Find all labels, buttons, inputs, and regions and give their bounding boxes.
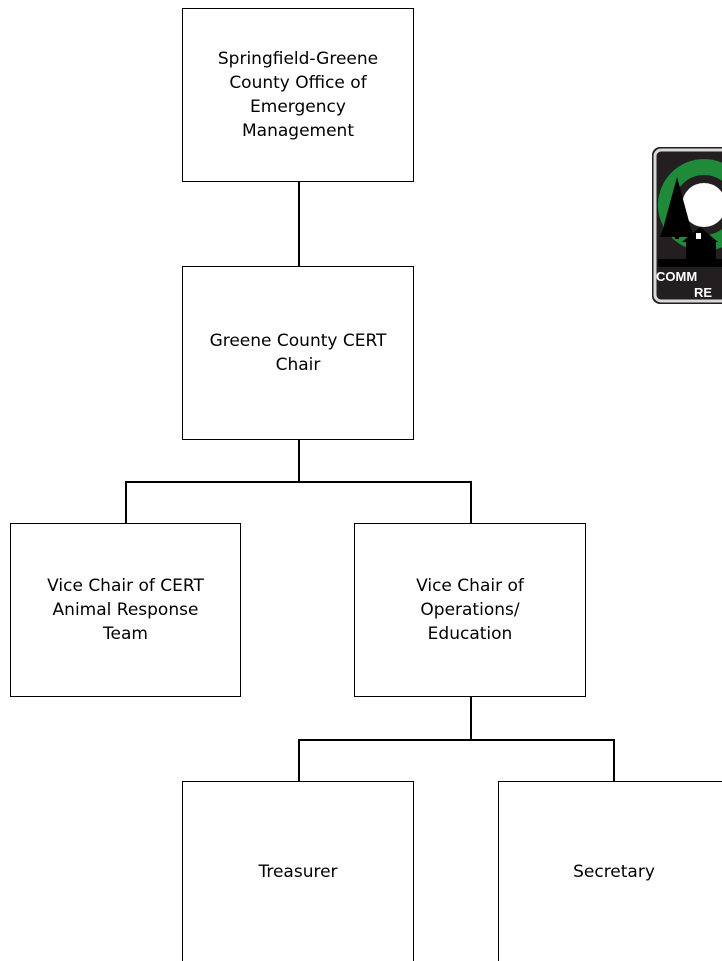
connector-operations-branch — [298, 739, 614, 741]
org-box-secretary: Secretary — [498, 781, 722, 961]
cert-logo-graphic: COMM RE — [653, 148, 722, 303]
logo-text-line2: RE — [694, 285, 712, 300]
connector-chair-branch — [125, 481, 471, 483]
connector-operations-down — [470, 697, 472, 739]
org-box-vice-chair-animal-response: Vice Chair of CERT Animal Response Team — [10, 523, 241, 697]
connector-to-animal-response — [125, 481, 127, 523]
connector-chair-down — [298, 440, 300, 482]
connector-to-treasurer — [298, 739, 300, 781]
connector-top-to-chair — [298, 182, 300, 266]
org-box-treasurer: Treasurer — [182, 781, 414, 961]
connector-to-operations — [470, 481, 472, 523]
org-box-office-of-emergency-management: Springfield-Greene County Office of Emer… — [182, 8, 414, 182]
cert-logo: COMM RE — [652, 147, 722, 304]
org-box-vice-chair-operations: Vice Chair of Operations/ Education — [354, 523, 586, 697]
connector-to-secretary — [613, 739, 615, 781]
org-box-cert-chair: Greene County CERT Chair — [182, 266, 414, 440]
logo-text-line1: COMM — [656, 269, 697, 284]
